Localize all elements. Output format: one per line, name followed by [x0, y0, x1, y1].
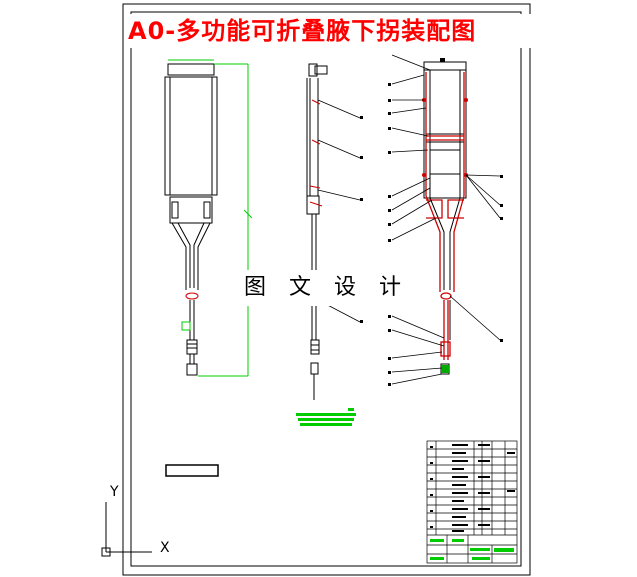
armrest-body [164, 76, 218, 196]
ucs-y-label: Y [109, 484, 119, 500]
section-leaders [391, 54, 501, 385]
balloon-marks [360, 58, 503, 386]
armpit-pad [167, 63, 215, 76]
watermark-text: 图 文 设 计 [244, 270, 401, 306]
rubber-tip [186, 363, 198, 376]
side-view-highlights [309, 99, 323, 207]
green-note-block [296, 408, 356, 426]
ucs-x-label: X [160, 540, 170, 556]
side-view [306, 63, 328, 400]
title-block [426, 440, 518, 564]
title-block-text-marks [430, 444, 515, 532]
title-block-green-marks [430, 539, 514, 560]
locking-collar [185, 292, 199, 300]
outer-border [122, 3, 531, 576]
note-box [165, 464, 219, 477]
section-view [423, 61, 467, 375]
drawing-title: A0-多功能可折叠腋下拐装配图 [128, 14, 558, 48]
front-dimensions [168, 59, 253, 377]
front-view [164, 63, 218, 376]
inner-border [130, 11, 522, 567]
ucs-icon [101, 502, 152, 557]
section-view-highlights [425, 72, 465, 360]
handle-block [169, 196, 213, 224]
